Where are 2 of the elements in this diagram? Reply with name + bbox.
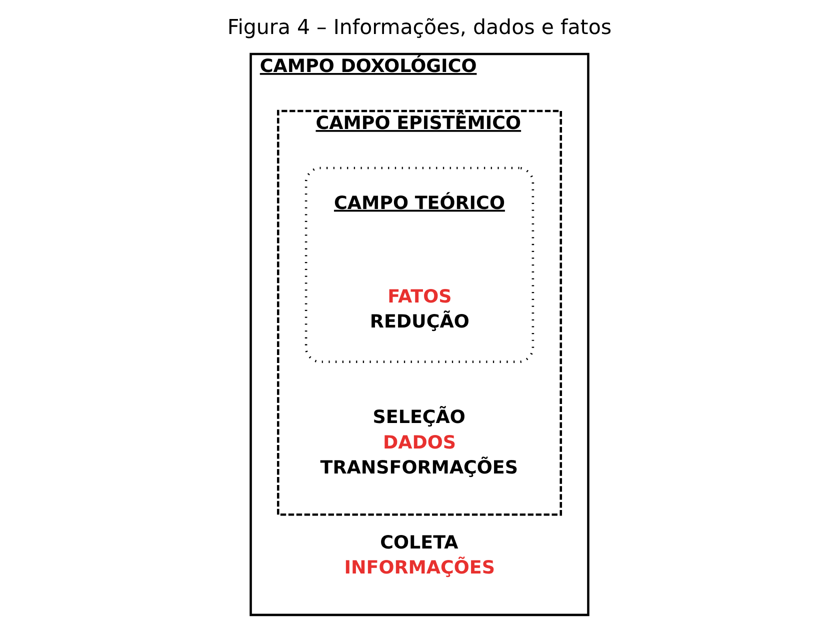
node-box: CAMPO TEÓRICO FATOS REDUÇÃO <box>304 166 534 363</box>
diagram-title: Figura 4 – Informações, dados e fatos <box>227 14 612 39</box>
